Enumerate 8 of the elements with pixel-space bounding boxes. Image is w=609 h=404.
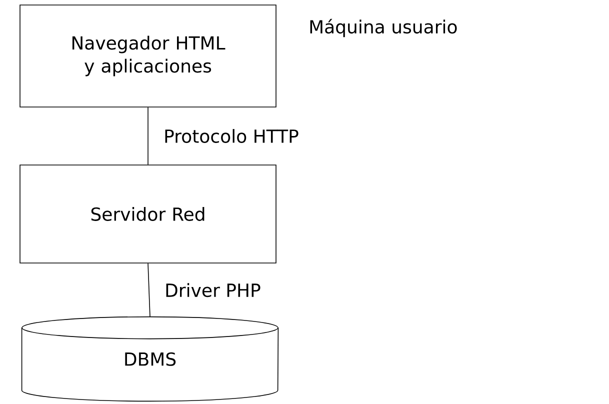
database-cylinder: DBMS bbox=[21, 316, 279, 402]
process-box: Navegador HTML y aplicaciones bbox=[20, 4, 276, 108]
node-label: DBMS bbox=[125, 352, 176, 366]
edge-label: Protocolo HTTP bbox=[165, 129, 298, 143]
process-box: Servidor Red bbox=[20, 164, 276, 264]
connector-line bbox=[148, 263, 150, 318]
edge-label: Driver PHP bbox=[166, 283, 260, 298]
machine-label: Máquina usuario bbox=[310, 18, 457, 38]
